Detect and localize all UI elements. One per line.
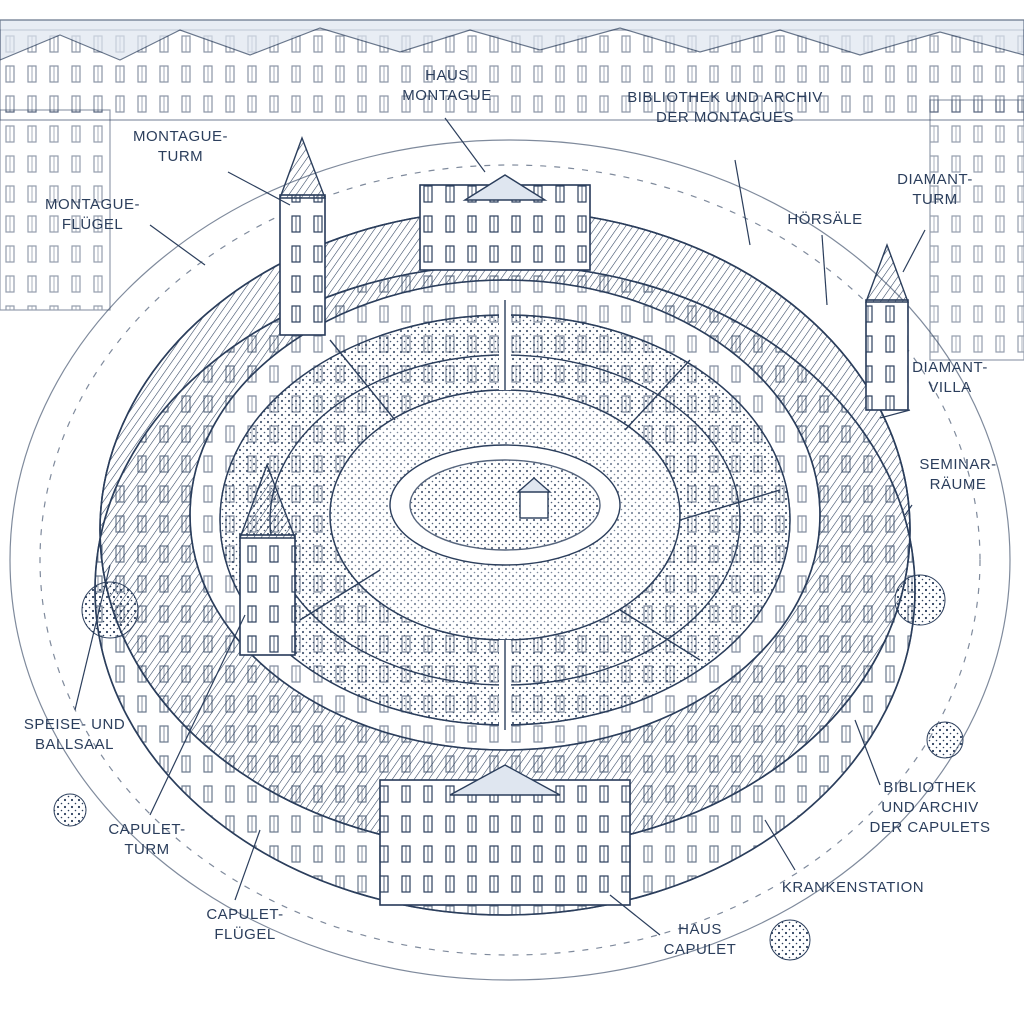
montague-tower bbox=[278, 136, 327, 336]
label-montague-turm: MONTAGUE- TURM bbox=[118, 127, 243, 167]
label-line: SPEISE- UND bbox=[23, 716, 126, 733]
label-line: DER CAPULETS bbox=[869, 819, 991, 836]
haus-capulet-building bbox=[379, 764, 631, 906]
label-montague-fluegel: MONTAGUE- FLÜGEL bbox=[30, 195, 155, 235]
label-line: MONTAGUE- bbox=[132, 128, 229, 145]
label-seminar-raeume: SEMINAR- RÄUME bbox=[908, 455, 1008, 495]
label-line: UND ARCHIV bbox=[881, 799, 979, 816]
label-line: BIBLIOTHEK UND ARCHIV bbox=[627, 89, 823, 106]
label-line: HAUS bbox=[678, 921, 722, 938]
label-line: MONTAGUE- bbox=[44, 196, 141, 213]
haus-montague-building bbox=[419, 174, 591, 271]
label-hoersaele: HÖRSÄLE bbox=[780, 210, 870, 230]
label-speise-ballsaal: SPEISE- UND BALLSAAL bbox=[12, 715, 137, 755]
label-haus-capulet: HAUS CAPULET bbox=[650, 920, 750, 960]
courtyard-gardens bbox=[219, 300, 791, 730]
label-line: TURM bbox=[912, 191, 958, 208]
label-bibliothek-capulets: BIBLIOTHEK UND ARCHIV DER CAPULETS bbox=[850, 778, 1010, 838]
label-line: MONTAGUE bbox=[402, 87, 492, 104]
diamant-tower bbox=[864, 242, 910, 411]
ring-road bbox=[9, 139, 1011, 981]
label-line: HÖRSÄLE bbox=[787, 211, 863, 228]
label-line: CAPULET- bbox=[206, 906, 284, 923]
label-line: CAPULET- bbox=[108, 821, 186, 838]
label-line: VILLA bbox=[928, 379, 972, 396]
label-capulet-fluegel: CAPULET- FLÜGEL bbox=[190, 905, 300, 945]
decorative-trees bbox=[53, 574, 964, 961]
label-line: FLÜGEL bbox=[214, 926, 276, 943]
label-line: DER MONTAGUES bbox=[656, 109, 794, 126]
label-line: TURM bbox=[124, 841, 170, 858]
label-line: HAUS bbox=[425, 67, 469, 84]
label-line: BALLSAAL bbox=[34, 736, 115, 753]
label-krankenstation: KRANKENSTATION bbox=[758, 878, 948, 898]
label-line: RÄUME bbox=[929, 476, 987, 493]
label-line: SEMINAR- bbox=[919, 456, 997, 473]
label-line: TURM bbox=[157, 148, 204, 165]
label-line: CAPULET bbox=[663, 941, 737, 958]
label-line: DIAMANT- bbox=[912, 359, 988, 376]
label-line: KRANKENSTATION bbox=[781, 879, 925, 896]
capulet-tower bbox=[238, 463, 297, 656]
leader-lines bbox=[74, 117, 926, 936]
label-line: BIBLIOTHEK bbox=[883, 779, 977, 796]
label-diamant-turm: DIAMANT- TURM bbox=[880, 170, 990, 210]
label-line: DIAMANT- bbox=[897, 171, 973, 188]
label-haus-montague: HAUS MONTAGUE bbox=[392, 66, 502, 106]
background-town bbox=[0, 19, 1024, 361]
label-capulet-turm: CAPULET- TURM bbox=[92, 820, 202, 860]
label-line: FLÜGEL bbox=[61, 216, 124, 233]
label-diamant-villa: DIAMANT- VILLA bbox=[900, 358, 1000, 398]
label-bibliothek-montagues: BIBLIOTHEK UND ARCHIV DER MONTAGUES bbox=[605, 88, 845, 128]
